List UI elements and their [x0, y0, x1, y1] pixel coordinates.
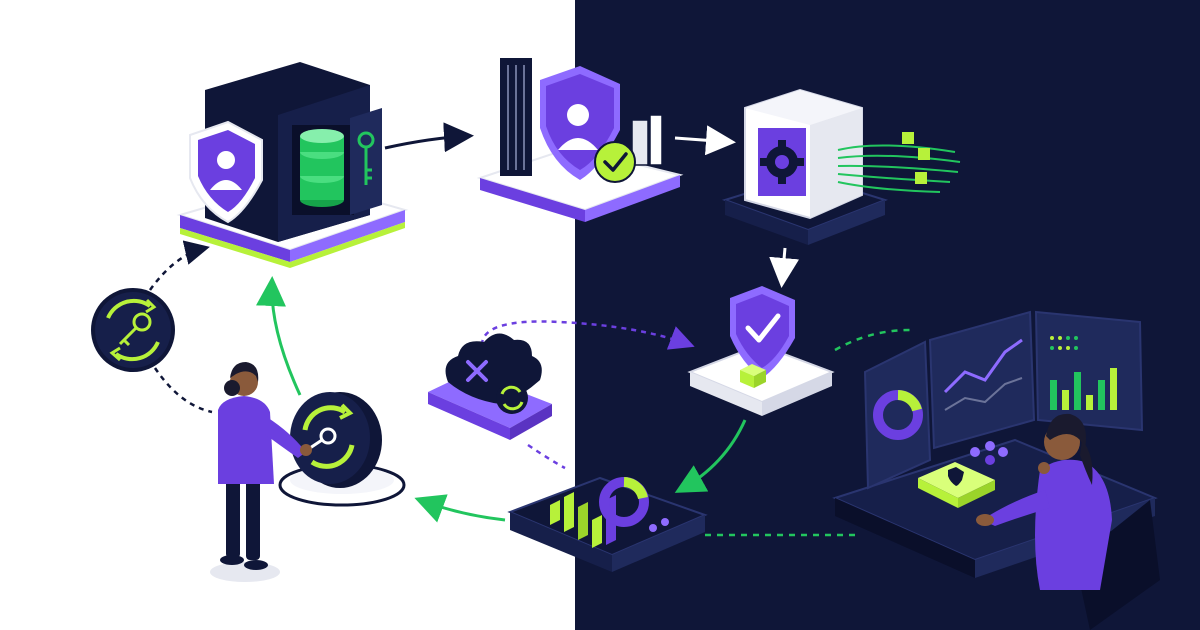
shield-user-icon: [189, 120, 263, 224]
connector-shield-to-dashboard: [674, 419, 747, 493]
shield-check-icon: [730, 286, 795, 378]
rotate-arrows-icon: [302, 403, 355, 469]
identity-gate-node[interactable]: [476, 58, 684, 222]
cloud-recovery-node[interactable]: [428, 333, 552, 440]
sync-icon: [496, 382, 528, 414]
operator-user-figure: [210, 362, 312, 582]
connector-shield-to-workstation: [834, 328, 911, 352]
connector-rotation-to-user: [153, 367, 213, 414]
connector-rotation-to-vault: [148, 240, 210, 291]
chart-icon: [550, 492, 616, 548]
key-rotate-icon: [106, 298, 160, 362]
seated-operator-figure: [976, 413, 1160, 630]
secure-vault-node[interactable]: [176, 62, 409, 268]
verification-shield-node[interactable]: [687, 286, 835, 416]
monitoring-workstation-node[interactable]: [832, 310, 1160, 630]
connector-vault-to-gate: [384, 122, 474, 153]
coin-stack-icon: [300, 129, 344, 207]
key-access-token-node[interactable]: [278, 392, 406, 507]
processing-server-node[interactable]: [721, 88, 961, 245]
data-stream-lines: [837, 144, 961, 193]
connector-gate-to-server: [674, 125, 736, 156]
key-icon: [357, 131, 375, 185]
connector-dashboard-to-key: [414, 494, 506, 523]
check-badge-icon: [594, 141, 636, 183]
key-rotation-node[interactable]: [91, 288, 175, 372]
key-icon: [309, 427, 337, 450]
person-icon: [218, 362, 312, 570]
connector-key-to-vault: [256, 276, 302, 396]
analytics-dashboard-node[interactable]: [507, 476, 708, 572]
gear-icon: [760, 140, 804, 184]
donut-chart-icon: [599, 477, 649, 527]
connector-server-to-shield: [769, 247, 800, 288]
monitor-icon: [863, 310, 1144, 490]
connector-cloud-to-dashboard: [527, 443, 566, 470]
